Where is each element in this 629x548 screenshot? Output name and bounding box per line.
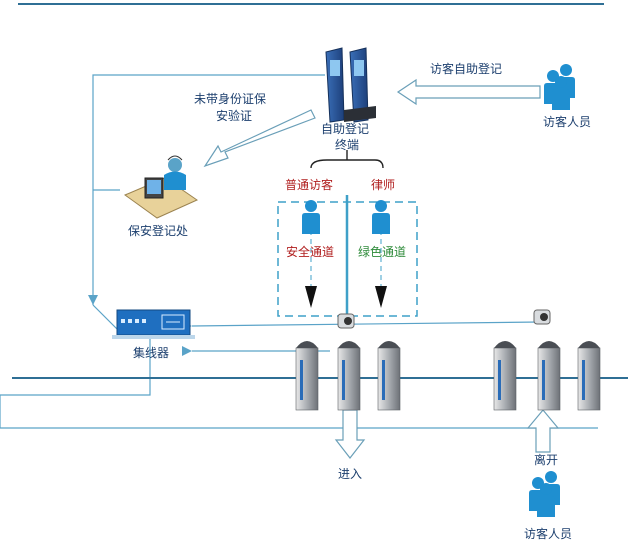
turnstile-icon (493, 340, 601, 411)
arrowhead-down (88, 295, 98, 305)
person-icon (302, 200, 320, 234)
concentrator-label: 集线器 (133, 345, 169, 360)
visitor-top-label: 访客人员 (543, 114, 591, 129)
person-icon (529, 471, 560, 517)
arrow-leave (526, 409, 560, 453)
safety-channel-label: 安全通道 (286, 244, 334, 259)
person-icon (544, 64, 575, 110)
green-channel-label: 绿色通道 (358, 244, 406, 259)
terminal-label-1: 自助登记 (321, 121, 369, 136)
camera-icon (533, 309, 551, 325)
connection-lines (0, 74, 628, 429)
terminal-label-2: 终端 (335, 137, 359, 152)
regular-visitor-label: 普通访客 (285, 177, 333, 192)
arrow-kiosk-to-desk (203, 109, 316, 168)
person-icon (372, 200, 390, 234)
kiosk-icon (325, 47, 376, 123)
lane-box (277, 195, 418, 318)
no-id-label-1: 未带身份证保 (194, 91, 266, 106)
security-desk-label: 保安登记处 (128, 223, 188, 238)
arrowhead-to-concentrator-2 (182, 346, 192, 356)
enter-label: 进入 (338, 467, 362, 481)
arrow-enter (334, 409, 366, 459)
no-id-label-2: 安验证 (216, 108, 252, 123)
visitor-bottom-label: 访客人员 (524, 526, 572, 541)
arrow-visitor-to-kiosk (396, 78, 541, 106)
camera-icon (337, 313, 355, 329)
visitor-self-register-label: 访客自助登记 (430, 61, 502, 76)
turnstile-icon (295, 340, 401, 411)
network-switch-icon (112, 309, 195, 339)
operator-desk-icon (123, 155, 199, 219)
lawyer-label: 律师 (371, 178, 395, 192)
leave-label: 离开 (534, 452, 558, 467)
